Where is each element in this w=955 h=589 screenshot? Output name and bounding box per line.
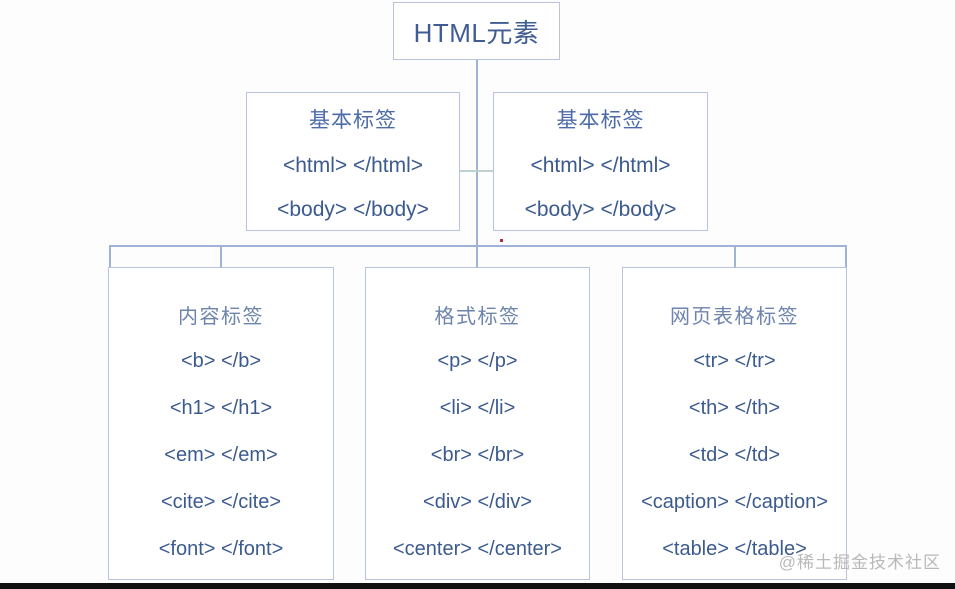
tag-line: <body> </body> [524, 198, 677, 221]
node-title: 内容标签 [178, 306, 264, 328]
node-html-elements[interactable]: HTML元素 [393, 2, 560, 60]
connector-root-stem [476, 59, 478, 245]
connector-drop-content-tags [220, 245, 222, 268]
node-content-tags[interactable]: 内容标签 <b> </b> <h1> </h1> <em> </em> <cit… [108, 267, 334, 580]
node-basic-tags-left[interactable]: 基本标签 <html> </html> <body> </body> [246, 92, 460, 231]
tag-line: <caption> </caption> [641, 491, 828, 513]
tag-line: <table> </table> [662, 538, 807, 560]
node-format-tags[interactable]: 格式标签 <p> </p> <li> </li> <br> </br> <div… [365, 267, 590, 580]
tag-line: <font> </font> [158, 538, 284, 560]
tag-line: <div> </div> [423, 491, 532, 513]
tag-line: <cite> </cite> [160, 491, 282, 513]
bottom-letterbox-strip [0, 583, 955, 589]
red-dot-artifact [500, 239, 503, 242]
tag-line: <li> </li> [439, 397, 516, 419]
tag-line: <tr> </tr> [693, 350, 776, 372]
tag-line: <body> </body> [277, 198, 429, 221]
node-title: HTML元素 [413, 17, 540, 48]
node-web-table-tags[interactable]: 网页表格标签 <tr> </tr> <th> </th> <td> </td> … [622, 267, 847, 580]
node-title: 基本标签 [309, 109, 397, 132]
connector-middle-link [459, 170, 494, 172]
node-title: 网页表格标签 [670, 306, 799, 328]
connector-riser-left [109, 245, 111, 268]
connector-leaf-bus [109, 245, 846, 247]
tag-line: <th> </th> [688, 397, 781, 419]
tag-line: <em> </em> [164, 444, 278, 466]
watermark: @稀土掘金技术社区 [778, 553, 941, 572]
node-basic-tags-right[interactable]: 基本标签 <html> </html> <body> </body> [493, 92, 708, 231]
connector-drop-table-tags [734, 245, 736, 268]
tag-line: <h1> </h1> [169, 397, 273, 419]
tag-line: <td> </td> [688, 444, 781, 466]
tag-line: <b> </b> [180, 350, 262, 372]
tag-line: <html> </html> [530, 154, 671, 177]
tag-line: <br> </br> [430, 444, 525, 466]
tag-line: <html> </html> [282, 154, 424, 177]
node-title: 格式标签 [434, 306, 521, 328]
connector-riser-right [845, 245, 847, 268]
connector-drop-format-tags [476, 245, 478, 268]
tag-line: <p> </p> [437, 350, 518, 372]
node-title: 基本标签 [556, 109, 645, 132]
tag-line: <center> </center> [392, 538, 562, 560]
